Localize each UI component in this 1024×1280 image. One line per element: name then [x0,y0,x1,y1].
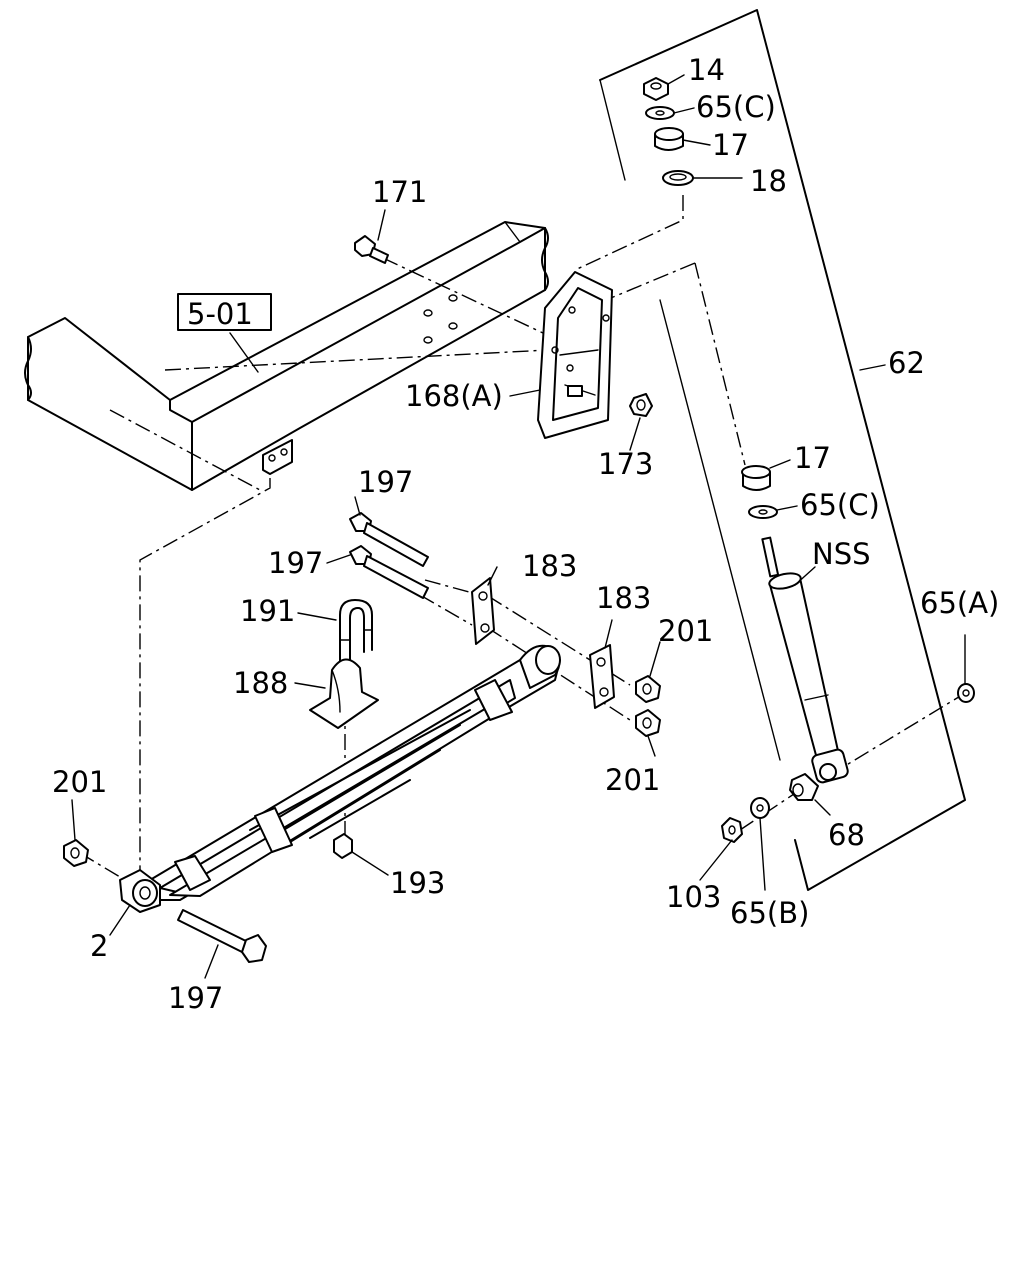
callout-65c-mid: 65(C) [800,488,880,522]
shock-hardware-top [643,77,778,519]
callout-168a: 168(A) [405,379,503,413]
u-bolt-and-seat [309,599,379,859]
callout-65c-top: 65(C) [696,90,776,124]
callout-197-b: 197 [268,546,323,580]
bolts [177,235,653,963]
shock-absorber [761,536,849,784]
callout-103: 103 [666,880,721,914]
callout-17-top: 17 [712,128,749,162]
shock-bracket [537,271,613,439]
reference-box-5-01 [177,293,272,331]
callout-nss: NSS [812,537,871,571]
callout-188: 188 [233,666,288,700]
callout-65a: 65(A) [920,586,999,620]
callout-201-b: 201 [605,763,660,797]
shackles [63,577,661,867]
leader-lines [71,74,966,979]
leaf-spring [119,644,561,913]
callout-201-a: 201 [658,614,713,648]
callout-183-b: 183 [596,581,651,615]
callout-18: 18 [750,164,787,198]
callout-173: 173 [598,447,653,481]
callout-labels: 14 65(C) 17 18 62 171 5-01 168(A) 173 17… [52,53,999,1015]
callout-65b: 65(B) [730,896,809,930]
callout-183-a: 183 [522,549,577,583]
callout-62: 62 [888,346,925,380]
callout-14: 14 [688,53,725,87]
callout-2: 2 [90,929,108,963]
frame-rail [24,221,549,491]
callout-201-c: 201 [52,765,107,799]
callout-17-mid: 17 [794,441,831,475]
callout-193: 193 [390,866,445,900]
callout-197-c: 197 [168,981,223,1015]
callout-197-a: 197 [358,465,413,499]
callout-171: 171 [372,175,427,209]
callout-5-01: 5-01 [187,297,253,331]
callout-68: 68 [828,818,865,852]
callout-191: 191 [240,594,295,628]
shock-hardware-bottom [721,683,975,843]
shock-absorber-group-box [599,9,966,891]
